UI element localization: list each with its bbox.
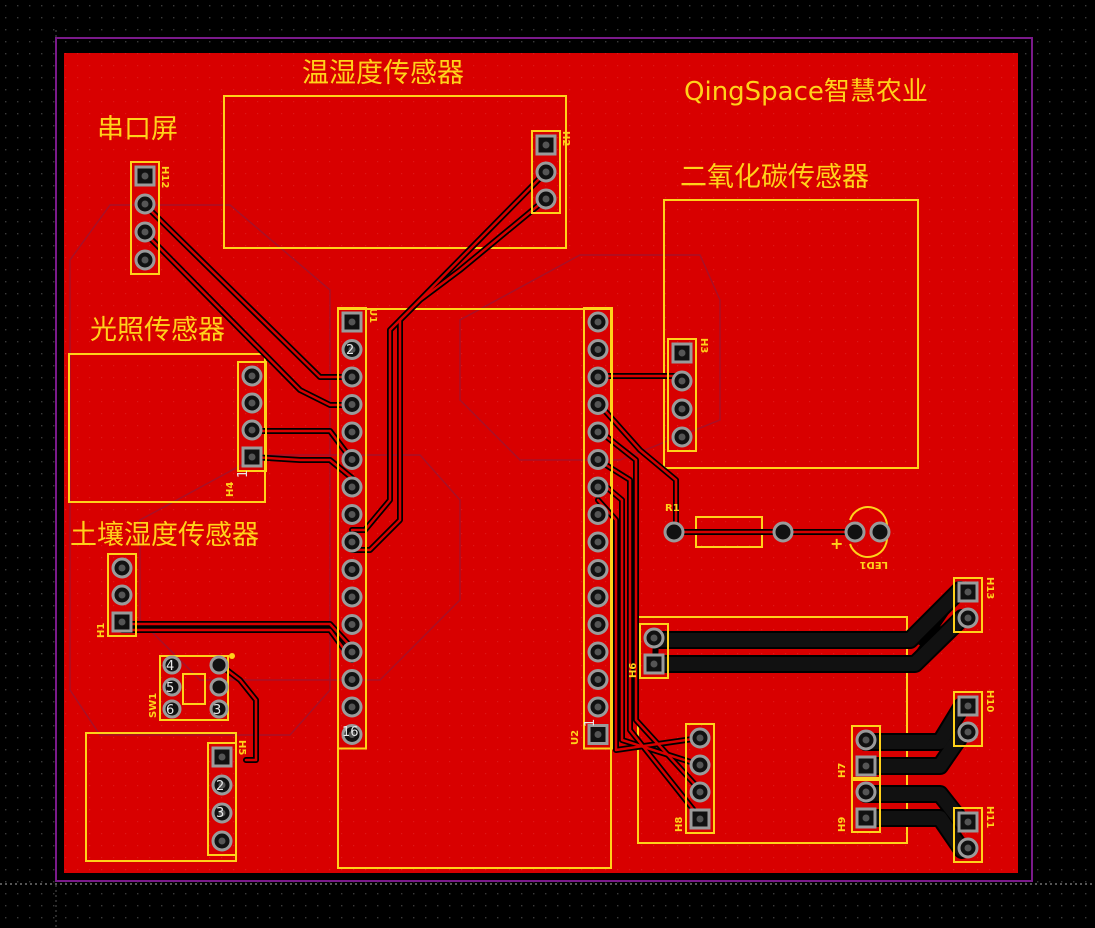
led-plus-marker: + — [830, 534, 843, 553]
sw1-pin-5-label: 5 — [166, 681, 174, 696]
designator-h13: H13 — [984, 577, 995, 599]
label-soil-humidity-sensor: 土壤湿度传感器 — [70, 520, 259, 551]
h4-outline[interactable] — [237, 361, 267, 472]
designator-h7: H7 — [837, 763, 848, 778]
sw1-pad-6[interactable] — [209, 699, 229, 719]
u1-pin-16-label: 16 — [342, 725, 359, 740]
led1-pad-cathode[interactable] — [869, 521, 891, 543]
designator-h11: H11 — [984, 806, 995, 828]
r1-pad-2[interactable] — [772, 521, 794, 543]
h11-outline[interactable] — [953, 807, 983, 863]
sw1-pin-4-label: 4 — [166, 659, 174, 674]
designator-h1: H1 — [96, 623, 107, 638]
label-light-sensor: 光照传感器 — [90, 315, 225, 346]
designator-h12: H12 — [159, 166, 170, 188]
h8-outline[interactable] — [685, 723, 715, 834]
designator-sw1: SW1 — [148, 693, 159, 718]
designator-h6: H6 — [628, 663, 639, 678]
h5-outline[interactable] — [207, 742, 237, 856]
sw1-pin-3-label: 3 — [213, 703, 221, 718]
h12-outline[interactable] — [130, 161, 160, 275]
r1-pad-1[interactable] — [663, 521, 685, 543]
u2-pin-1-label: 1 — [583, 719, 598, 727]
designator-h3: H3 — [698, 338, 709, 353]
u1-outline[interactable] — [337, 307, 367, 750]
designator-h5: H5 — [236, 740, 247, 755]
h3-outline[interactable] — [667, 338, 697, 452]
sw1-pad-2[interactable] — [162, 677, 182, 697]
designator-h2: H2 — [560, 131, 571, 146]
h2-outline[interactable] — [531, 130, 561, 214]
co2-module-outline[interactable] — [663, 199, 919, 469]
u2-outline[interactable] — [583, 307, 613, 750]
h7-outline[interactable] — [851, 725, 881, 781]
sw1-pad-3[interactable] — [162, 699, 182, 719]
relay-module-outline[interactable] — [637, 616, 908, 844]
h5-pin-2-label: 2 — [216, 779, 224, 794]
designator-h9: H9 — [837, 817, 848, 832]
label-serial-screen: 串口屏 — [97, 114, 178, 145]
sw1-pad-5[interactable] — [209, 677, 229, 697]
sw1-pad-4[interactable] — [209, 655, 229, 675]
h5-pin-3-label: 3 — [216, 806, 224, 821]
h9-outline[interactable] — [851, 777, 881, 833]
h13-outline[interactable] — [953, 577, 983, 633]
u1-pin-2-label: 2 — [346, 343, 354, 358]
sw1-pad-1[interactable] — [162, 655, 182, 675]
h1-outline[interactable] — [107, 553, 137, 637]
designator-r1: R1 — [665, 503, 680, 514]
h10-outline[interactable] — [953, 691, 983, 747]
h6-outline[interactable] — [639, 623, 669, 679]
designator-u2: U2 — [570, 730, 581, 745]
designator-u1: U1 — [367, 308, 378, 323]
designator-h10: H10 — [984, 690, 995, 712]
sw1-pin-6-label: 6 — [166, 703, 174, 718]
label-co2-sensor: 二氧化碳传感器 — [680, 162, 869, 193]
sw1-body[interactable] — [182, 673, 206, 705]
designator-h8: H8 — [674, 817, 685, 832]
temp-humidity-module-outline[interactable] — [223, 95, 567, 249]
h4-pin-1-label: 1 — [236, 470, 251, 478]
title-label: QingSpace智慧农业 — [684, 77, 928, 107]
designator-h4: H4 — [225, 482, 236, 497]
board-outline[interactable] — [55, 37, 1033, 882]
label-temp-humidity-sensor: 温湿度传感器 — [302, 58, 464, 89]
designator-led1: LED1 — [859, 559, 888, 570]
led1-pad-anode[interactable] — [844, 521, 866, 543]
